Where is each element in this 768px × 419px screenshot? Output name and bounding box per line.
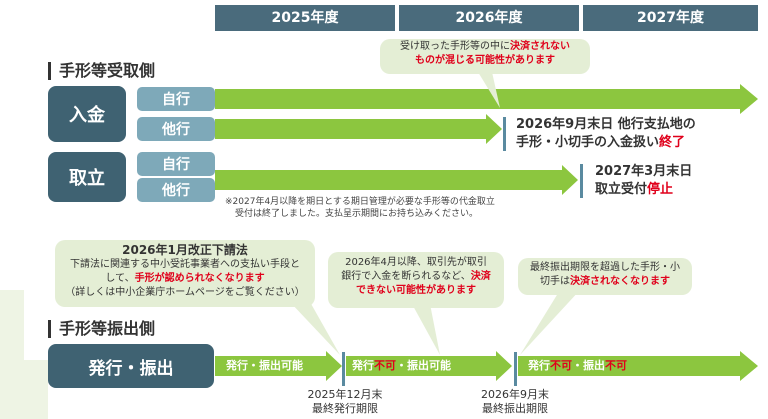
- bubble-tail-3: [520, 290, 580, 355]
- year-2026-header: 2026年度: [399, 5, 579, 31]
- bubble-unsettled-warning: 受け取った手形等の中に決済されない ものが混じる可能性があります: [380, 39, 590, 74]
- issuing-section-title: 手形等振出側: [48, 320, 155, 338]
- final-issue-deadline: 2025年12月末 最終発行期限: [307, 388, 383, 415]
- receiving-section-title: 手形等受取側: [48, 62, 155, 80]
- other-bank-label: 他行: [137, 117, 215, 141]
- marker-issue-1: [342, 352, 345, 386]
- collection-arrow: [215, 165, 578, 195]
- collection-box: 取立: [48, 152, 126, 202]
- issuing-box: 発行・振出: [48, 344, 214, 388]
- other-bank-deposit-end-text: 2026年9月末日 他行支払地の 手形・小切手の入金扱い終了: [516, 117, 696, 150]
- year-2027-header: 2027年度: [583, 5, 758, 31]
- issue-seg2-arrow: [346, 351, 512, 381]
- own-bank-deposit-arrow: [215, 84, 758, 114]
- deposit-box: 入金: [48, 86, 126, 142]
- issue-seg2-label: 発行不可・振出可能: [352, 359, 451, 372]
- marker-2027-03: [580, 164, 583, 198]
- collection-end-text: 2027年3月末日 取立受付停止: [595, 164, 693, 197]
- bubble-tail-2: [412, 304, 440, 355]
- marker-2026-09: [503, 117, 506, 151]
- issue-seg3-label: 発行不可・振出不可: [528, 359, 627, 372]
- year-2025-header: 2025年度: [215, 5, 395, 31]
- collection-other-bank-label: 他行: [137, 178, 215, 202]
- bubble-subcontract-law: 2026年1月改正下請法 下請法に関連する中小受託事業者への支払い手段と して、…: [55, 240, 315, 307]
- issue-seg1-arrow: [215, 351, 342, 381]
- other-bank-deposit-arrow: [215, 114, 502, 144]
- final-drawing-deadline: 2026年9月末 最終振出期限: [481, 388, 549, 415]
- collection-own-bank-label: 自行: [137, 152, 215, 176]
- own-bank-label: 自行: [137, 87, 215, 111]
- decoration: [12, 360, 48, 419]
- bubble-not-settled: 最終振出期限を超過した手形・小 切手は決済されなくなります: [518, 258, 692, 295]
- bubble-tail-top: [478, 72, 500, 108]
- issue-seg3-arrow: [518, 351, 758, 381]
- issue-seg1-label: 発行・振出可能: [226, 359, 303, 372]
- bubble-deposit-refused: 2026年4月以降、取引先が取引 銀行で入金を断られるなど、決済 できない可能性…: [328, 252, 504, 308]
- marker-issue-2: [514, 352, 517, 386]
- bubble-tail-1: [290, 302, 340, 355]
- collection-note: ※2027年4月以降を期日とする期日管理が必要な手形等の代金取立 受付は終了しま…: [225, 197, 495, 219]
